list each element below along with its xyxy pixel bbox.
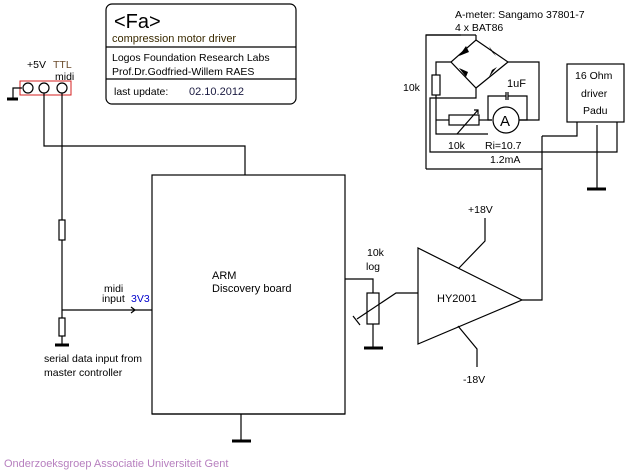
ammeter-title: A-meter: Sangamo 37801-7 [455,9,585,21]
trim-resistor-label: 10k [448,140,466,152]
wire-5v [43,93,246,175]
ttl-label: TTL [53,59,72,71]
footer-text: Onderzoeksgroep Associatie Universiteit … [4,458,228,470]
wire-cap-left [487,95,506,121]
diode-icon [489,46,496,56]
ammeter-diodes: 4 x BAT86 [455,22,503,34]
minus18v-label: -18V [463,374,485,386]
organization-text: Logos Foundation Research Labs [112,52,270,64]
resistor-pulldown [58,317,66,337]
driver-block: 16 Ohm driver Padu [542,63,625,191]
amplifier-name: HY2001 [437,293,477,305]
driver-frame [566,63,625,123]
subtitle-text: compression motor driver [112,33,236,45]
serial-description-2: master controller [44,367,123,379]
amplifier-stage: 10k log HY2001 +18V -18V [345,136,543,386]
wire [435,95,488,135]
pot-wiper [356,292,418,320]
input-label: input [102,293,125,305]
trim-arrow-head [474,109,479,114]
author-text: Prof.Dr.Godfried-Willem RAES [112,66,254,78]
ammeter-circuit: A-meter: Sangamo 37801-7 4 x BAT86 A 10k… [403,9,598,170]
driver-label-2: driver [581,88,608,100]
diode-bridge [450,39,510,89]
resistor-10k-series [431,74,441,96]
update-date: 02.10.2012 [189,86,244,98]
wire-bridge-right [508,61,540,121]
plus5v-label: +5V [27,59,46,71]
midi-pin-label: midi [55,71,74,83]
wire-driver-input [542,122,578,137]
resistor-midi-series [58,219,66,241]
left-wiring: midi input 3V3 serial data input from ma… [43,93,246,379]
series-resistor-label: 10k [403,82,421,94]
wire-minus18v [457,325,478,367]
arrow-icon [130,306,136,314]
diode-icon [489,67,497,77]
wire-driver-return [597,122,618,153]
ammeter-symbol: A [500,113,510,130]
diode-icon [459,46,469,56]
ground-wire [12,87,22,99]
midi-input-label: midi [104,283,123,295]
voltage-label: 3V3 [131,293,150,305]
pin-midi [56,82,68,94]
pot-value: 10k [367,247,385,259]
capacitor-label: 1uF [507,78,526,90]
pin-5v [38,82,50,94]
update-label: last update: [114,86,168,98]
connector: +5V TTL midi [7,59,74,101]
title-block: <Fa> compression motor driver Logos Foun… [105,3,297,105]
pot-taper: log [366,261,380,273]
serial-description-1: serial data input from [44,353,142,365]
driver-label-1: 16 Ohm [575,70,613,82]
trim-arrow [456,109,479,135]
wire-plus18v [458,218,486,269]
arm-board: ARM Discovery board [151,174,346,443]
driver-label-3: Padu [583,105,608,117]
diode-icon [459,68,468,77]
wire-board-to-pot [345,278,374,293]
plus18v-label: +18V [468,204,493,216]
pin-ground [22,82,34,94]
arm-board-frame [151,174,346,415]
wire-bridge-bottom [429,88,598,153]
board-label-2: Discovery board [212,283,291,295]
wire-amp-output [522,136,543,301]
amplifier-triangle [417,247,524,345]
wire [435,61,451,75]
board-label-1: ARM [212,270,236,282]
pot-wiper-tick [352,315,361,326]
internal-resistance-label: Ri=10.7 [485,140,522,152]
trim-resistor-10k [448,114,480,126]
current-label: 1.2mA [490,154,520,166]
title-text: <Fa> [114,11,161,33]
